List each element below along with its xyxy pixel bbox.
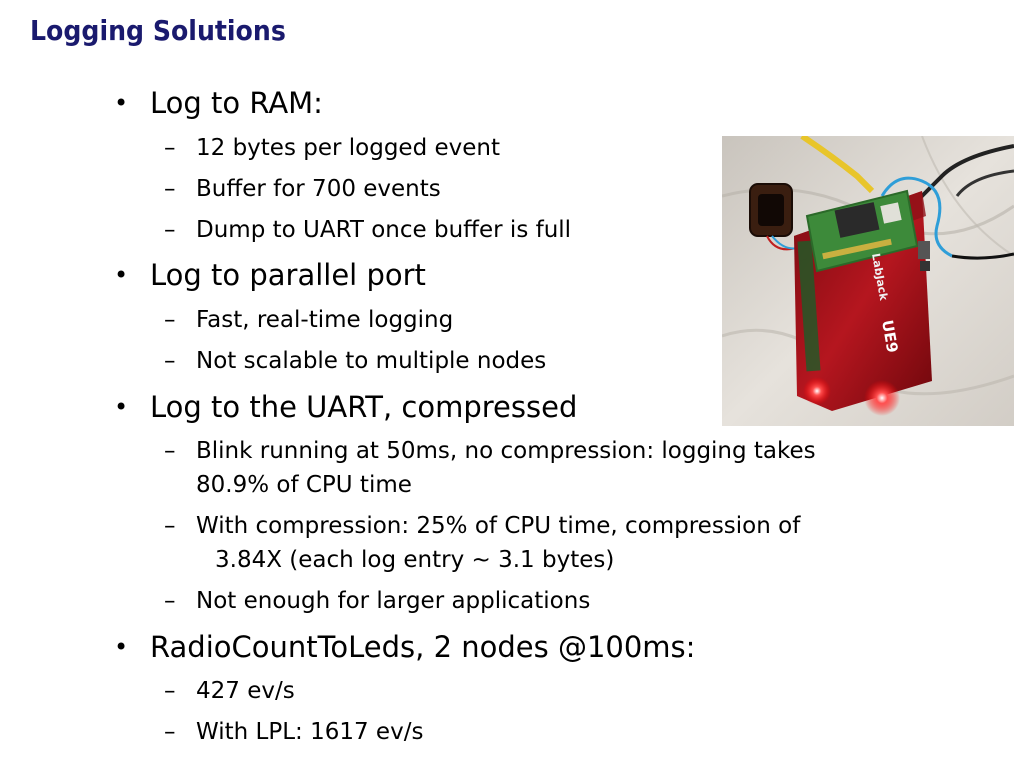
hardware-photo: UE9 LabJack (722, 136, 1014, 426)
sub-bullet-item: – Fast, real-time logging (164, 303, 454, 337)
board-label: UE9 (878, 319, 901, 355)
bullet-text: RadioCountToLeds, 2 nodes @100ms: (150, 630, 696, 664)
sub-bullet-text: Buffer for 700 events (196, 176, 441, 202)
bullet-dot-icon: • (114, 261, 129, 289)
bullet-dot-icon: • (114, 89, 129, 117)
hardware-photo-illustration: UE9 LabJack (722, 136, 1014, 426)
sub-bullet-text: With compression: 25% of CPU time, compr… (196, 513, 801, 539)
sub-bullet-item: – With compression: 25% of CPU time, com… (164, 509, 801, 577)
sub-bullet-item: – Not enough for larger applications (164, 584, 591, 618)
sub-bullet-text: Not enough for larger applications (196, 588, 591, 614)
sub-bullet-item: – 12 bytes per logged event (164, 131, 500, 165)
bullet-item: • RadioCountToLeds, 2 nodes @100ms: (114, 630, 696, 664)
dash-icon: – (164, 217, 176, 243)
dash-icon: – (164, 438, 176, 464)
dash-icon: – (164, 348, 176, 374)
sub-bullet-text-continued: 80.9% of CPU time (196, 472, 412, 498)
sub-bullet-text: Not scalable to multiple nodes (196, 348, 547, 374)
sub-bullet-text: 427 ev/s (196, 678, 295, 704)
sub-bullet-text-continued: 3.84X (each log entry ~ 3.1 bytes) (215, 547, 615, 573)
sub-bullet-item: – Buffer for 700 events (164, 172, 441, 206)
sub-bullet-item: – Not scalable to multiple nodes (164, 344, 547, 378)
dash-icon: – (164, 719, 176, 745)
sub-bullet-item: – 427 ev/s (164, 674, 295, 708)
bullet-item: • Log to the UART, compressed (114, 390, 578, 424)
slide-title: Logging Solutions (30, 14, 286, 47)
bullet-text: Log to the UART, compressed (150, 390, 578, 424)
led-left (803, 377, 831, 405)
yellow-cable (800, 136, 875, 194)
bullet-item: • Log to RAM: (114, 86, 323, 120)
sub-bullet-text: 12 bytes per logged event (196, 135, 500, 161)
bullet-text: Log to RAM: (150, 86, 323, 120)
dash-icon: – (164, 135, 176, 161)
sub-bullet-text: Blink running at 50ms, no compression: l… (196, 438, 816, 464)
dash-icon: – (164, 176, 176, 202)
sub-bullet-item: – Dump to UART once buffer is full (164, 213, 572, 247)
sub-bullet-text: With LPL: 1617 ev/s (196, 719, 424, 745)
sub-bullet-item: – Blink running at 50ms, no compression:… (164, 434, 816, 502)
dash-icon: – (164, 678, 176, 704)
dash-icon: – (164, 513, 176, 539)
led-right (864, 380, 900, 416)
dash-icon: – (164, 307, 176, 333)
sub-bullet-text: Fast, real-time logging (196, 307, 454, 333)
blue-wire (880, 176, 953, 258)
bullet-dot-icon: • (114, 393, 129, 421)
sub-bullet-text: Dump to UART once buffer is full (196, 217, 572, 243)
dash-icon: – (164, 588, 176, 614)
bullet-text: Log to parallel port (150, 258, 426, 292)
bullet-item: • Log to parallel port (114, 258, 426, 292)
bullet-dot-icon: • (114, 633, 129, 661)
sub-bullet-item: – With LPL: 1617 ev/s (164, 715, 424, 749)
